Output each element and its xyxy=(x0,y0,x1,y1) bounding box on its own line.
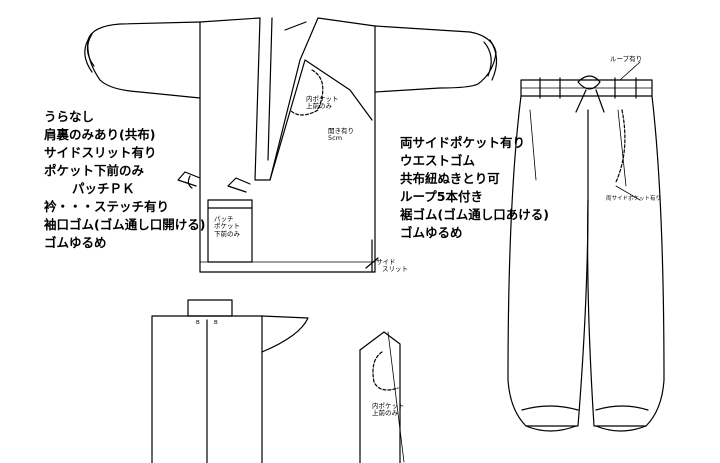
callout-opening: 開き有り 5cm xyxy=(328,127,354,143)
pants-left-cuff xyxy=(521,405,579,432)
pants xyxy=(507,75,665,432)
jacket-side-slit xyxy=(365,239,379,273)
callout-inner-pocket-top: 内ポケット 上前のみ xyxy=(306,95,339,111)
pants-belt-loops xyxy=(539,77,637,99)
jacket-tie-left xyxy=(177,171,201,189)
jacket-shoulder-line xyxy=(199,17,376,27)
callout-side-pocket: 両サイドポケット有り xyxy=(606,196,662,202)
jacket-spec-1: 肩裏のみあり(共布) xyxy=(44,127,156,142)
callout-loop: ループ有り xyxy=(610,55,643,63)
jacket-front xyxy=(84,17,498,273)
jacket-back-sleeve xyxy=(261,315,309,353)
pants-spec-1: ウエストゴム xyxy=(400,153,476,168)
jacket-spec-2: サイドスリット有り xyxy=(44,145,157,160)
jacket-back-collar xyxy=(187,299,233,317)
back-label-right: B xyxy=(214,320,218,326)
pants-spec-4: 裾ゴム(ゴム通し口あける) xyxy=(400,207,549,222)
pants-spec-2: 共布紐ぬきとり可 xyxy=(400,171,500,186)
jacket-spec-7: ゴムゆるめ xyxy=(44,235,107,250)
jacket-collar-inner xyxy=(267,17,307,161)
callout-side-slit: サイド スリット xyxy=(376,258,408,274)
pants-spec-5: ゴムゆるめ xyxy=(400,225,463,240)
jacket-spec-3: ポケット下前のみ xyxy=(44,163,145,178)
jacket-spec-0: うらなし xyxy=(44,109,95,124)
jacket-body xyxy=(199,21,376,273)
jacket-back xyxy=(151,299,309,463)
pants-spec-3: ループ5本付き xyxy=(400,189,483,204)
jacket-left-sleeve xyxy=(87,21,201,99)
pants-right-leg xyxy=(587,95,665,427)
callout-patch-pocket: パッチ ポケット 下前のみ xyxy=(214,215,240,238)
jacket-inner-pocket-outline xyxy=(289,69,324,116)
callout-inner-pocket-detail: 内ポケット 上前のみ xyxy=(372,402,405,418)
pants-left-leg xyxy=(507,95,589,427)
jacket-spec-5: 衿・・・ステッチ有り xyxy=(44,199,170,214)
jacket-tie-right xyxy=(227,177,251,193)
jacket-right-cuff xyxy=(483,39,498,81)
pants-spec-0: 両サイドポケット有り xyxy=(400,135,526,150)
jacket-right-sleeve xyxy=(374,25,497,93)
jacket-front-edge xyxy=(269,59,373,181)
back-label-left: B xyxy=(196,320,200,326)
jacket-left-cuff xyxy=(84,33,95,73)
pants-side-pocket xyxy=(615,109,626,183)
pocket-detail xyxy=(359,331,405,463)
pants-drawstring xyxy=(575,75,605,113)
jacket-spec-4: パッチＰＫ xyxy=(72,181,135,196)
jacket-spec-6: 袖口ゴム(ゴム通し口開ける) xyxy=(44,217,206,232)
pants-right-cuff xyxy=(595,405,649,432)
